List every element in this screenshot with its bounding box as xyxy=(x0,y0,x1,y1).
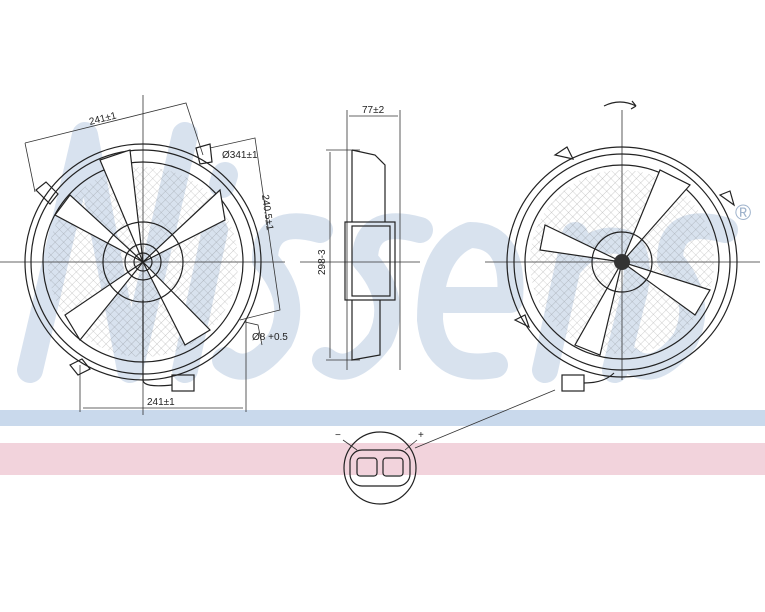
rotation-arrow-icon xyxy=(603,100,637,110)
dim-top-width: 241±1 xyxy=(88,110,118,127)
rear-view xyxy=(414,100,760,449)
front-view xyxy=(0,95,285,415)
connector-plus-label: + xyxy=(418,430,424,441)
blue-band xyxy=(0,410,765,426)
dim-depth: 77±2 xyxy=(362,105,385,116)
dim-diameter: Ø341±1 xyxy=(222,150,258,161)
connector-minus-label: − xyxy=(335,430,341,441)
dim-bottom-width: 241±1 xyxy=(147,397,175,408)
dim-height: 298-3 xyxy=(317,249,328,275)
registered-mark: ® xyxy=(735,200,751,225)
connector-detail xyxy=(342,431,418,505)
dim-diagonal: 240.5±1 xyxy=(259,194,275,232)
dim-hole: Ø8 +0.5 xyxy=(252,332,288,343)
side-view xyxy=(300,110,420,370)
